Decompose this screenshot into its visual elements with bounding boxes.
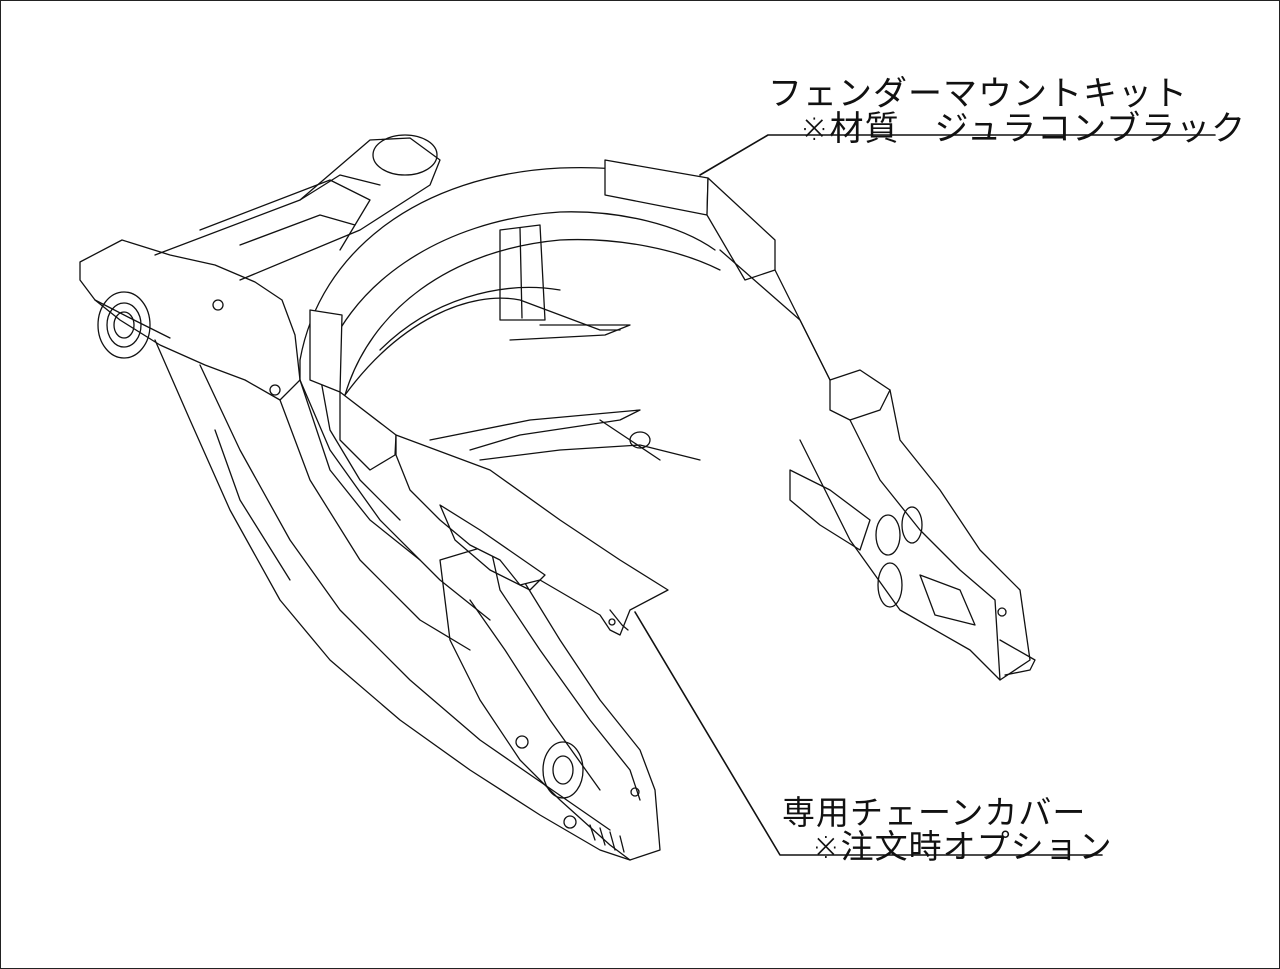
right-arm <box>719 249 1036 681</box>
fender-leader-line <box>699 134 1216 176</box>
pivot-bearing <box>97 291 151 359</box>
fender-mount-title: フェンダーマウントキット <box>768 74 1188 114</box>
shock-mount <box>499 224 546 321</box>
chain-cover-title: 専用チェーンカバー <box>782 793 1087 832</box>
fender-mount-arc <box>299 159 776 561</box>
right-arm-cutout <box>919 574 976 626</box>
inner-cavity <box>344 286 701 461</box>
fender-pad-left-upper <box>309 309 343 393</box>
fender-pad-right-upper <box>604 159 709 216</box>
fender-mount-material: ※材質 ジュラコンブラック <box>800 109 1247 149</box>
fender-pad-right-lower <box>706 177 776 281</box>
leader-lines <box>634 134 1216 856</box>
left-arm <box>79 239 661 861</box>
chain-cover-note: ※注文時オプション <box>812 827 1113 866</box>
chain-cover-leader-line <box>634 611 1103 856</box>
fender-pad-left-lower <box>339 391 397 471</box>
cross-tubes <box>154 134 546 321</box>
chain-cover <box>395 434 669 636</box>
